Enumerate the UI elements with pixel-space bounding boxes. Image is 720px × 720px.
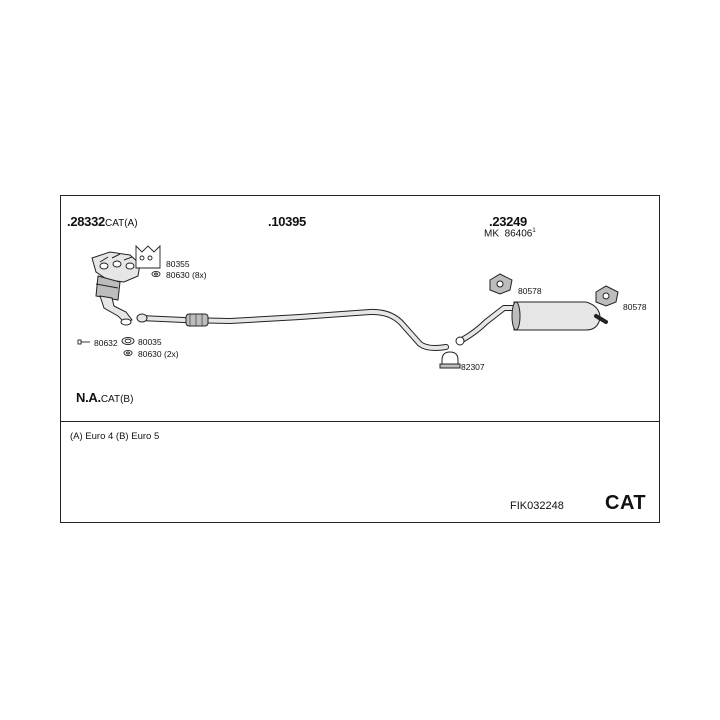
euro-footnote: (A) Euro 4 (B) Euro 5 xyxy=(70,431,160,442)
part-label-28332: .28332CAT(A) xyxy=(67,214,138,229)
na-cat-label: N.A.CAT(B) xyxy=(76,390,134,405)
part-label-80630-8x: 80630 (8x) xyxy=(166,270,207,280)
part-label-23249: .23249 xyxy=(489,214,527,229)
category-label: CAT xyxy=(605,492,647,514)
footer-divider xyxy=(60,421,660,422)
part-label-80355: 80355 xyxy=(166,259,190,269)
part-label-10395: .10395 xyxy=(268,214,306,229)
nut-icon xyxy=(151,270,161,278)
diagram-frame xyxy=(60,195,660,523)
nut-icon xyxy=(123,349,133,357)
clamp-icon xyxy=(439,351,461,369)
middle-pipe-icon xyxy=(136,308,449,351)
part-label-82307: 82307 xyxy=(461,362,485,372)
mk-label: MK 864061 xyxy=(484,228,536,240)
bolt-icon xyxy=(77,339,90,345)
rear-silencer-icon xyxy=(455,301,608,346)
kit-code: FIK032248 xyxy=(510,500,564,512)
part-label-80578-b: 80578 xyxy=(623,302,647,312)
part-label-80578-a: 80578 xyxy=(518,286,542,296)
part-label-80630-2x: 80630 (2x) xyxy=(138,349,179,359)
manifold-gasket-icon xyxy=(135,244,161,269)
rubber-hanger-icon xyxy=(489,273,513,295)
part-label-80632: 80632 xyxy=(94,338,118,348)
gasket-ring-icon xyxy=(121,337,135,345)
rubber-hanger-icon xyxy=(595,285,619,307)
part-label-80035: 80035 xyxy=(138,337,162,347)
manifold-catalyst-icon xyxy=(91,251,141,326)
